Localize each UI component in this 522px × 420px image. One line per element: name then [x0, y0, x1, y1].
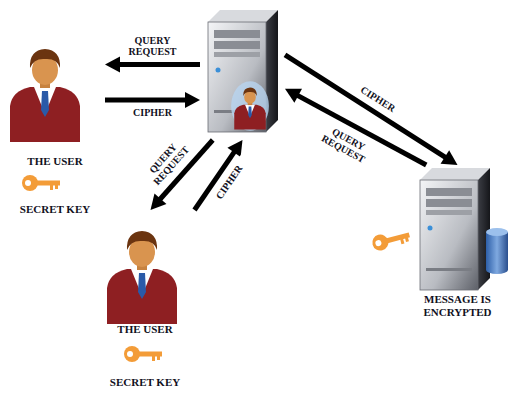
arrow-shaft: [105, 98, 188, 103]
node-label: THE USER: [90, 323, 200, 336]
arrow-label: QUERY REQUEST: [121, 35, 183, 57]
arrow-head: [285, 89, 302, 103]
user-figure: [107, 231, 177, 324]
node-label: THE USER: [5, 155, 105, 168]
secret-key-icon: [22, 175, 60, 191]
arrow-connector: [105, 56, 200, 72]
server-tower: [420, 168, 490, 290]
user-node: THE USER SECRET KEY: [5, 45, 105, 225]
arrow-label: QUERY REQUEST: [314, 120, 379, 169]
arrow-label: CIPHER: [122, 107, 184, 118]
node-label: SECRET KEY: [5, 203, 105, 216]
arrow-head: [105, 56, 120, 72]
node-label: SECRET KEY: [90, 376, 200, 389]
user-figure: [10, 49, 80, 142]
server-tower: [208, 10, 278, 132]
encrypted-server-node: MESSAGE IS ENCRYPTED: [395, 165, 520, 335]
arrow-label: QUERY REQUEST: [138, 131, 196, 192]
arrow-head: [441, 150, 458, 165]
arrow-head: [185, 92, 200, 108]
arrow-shaft: [117, 62, 200, 67]
secret-key-icon: [371, 227, 412, 252]
server-user-icon: [231, 81, 269, 131]
node-label: MESSAGE IS ENCRYPTED: [395, 293, 520, 319]
arrow-head: [151, 193, 167, 210]
secret-key-icon: [124, 346, 162, 362]
server-node: [200, 5, 285, 140]
user-node: THE USER SECRET KEY: [90, 210, 200, 400]
database-cylinder: [486, 228, 508, 274]
